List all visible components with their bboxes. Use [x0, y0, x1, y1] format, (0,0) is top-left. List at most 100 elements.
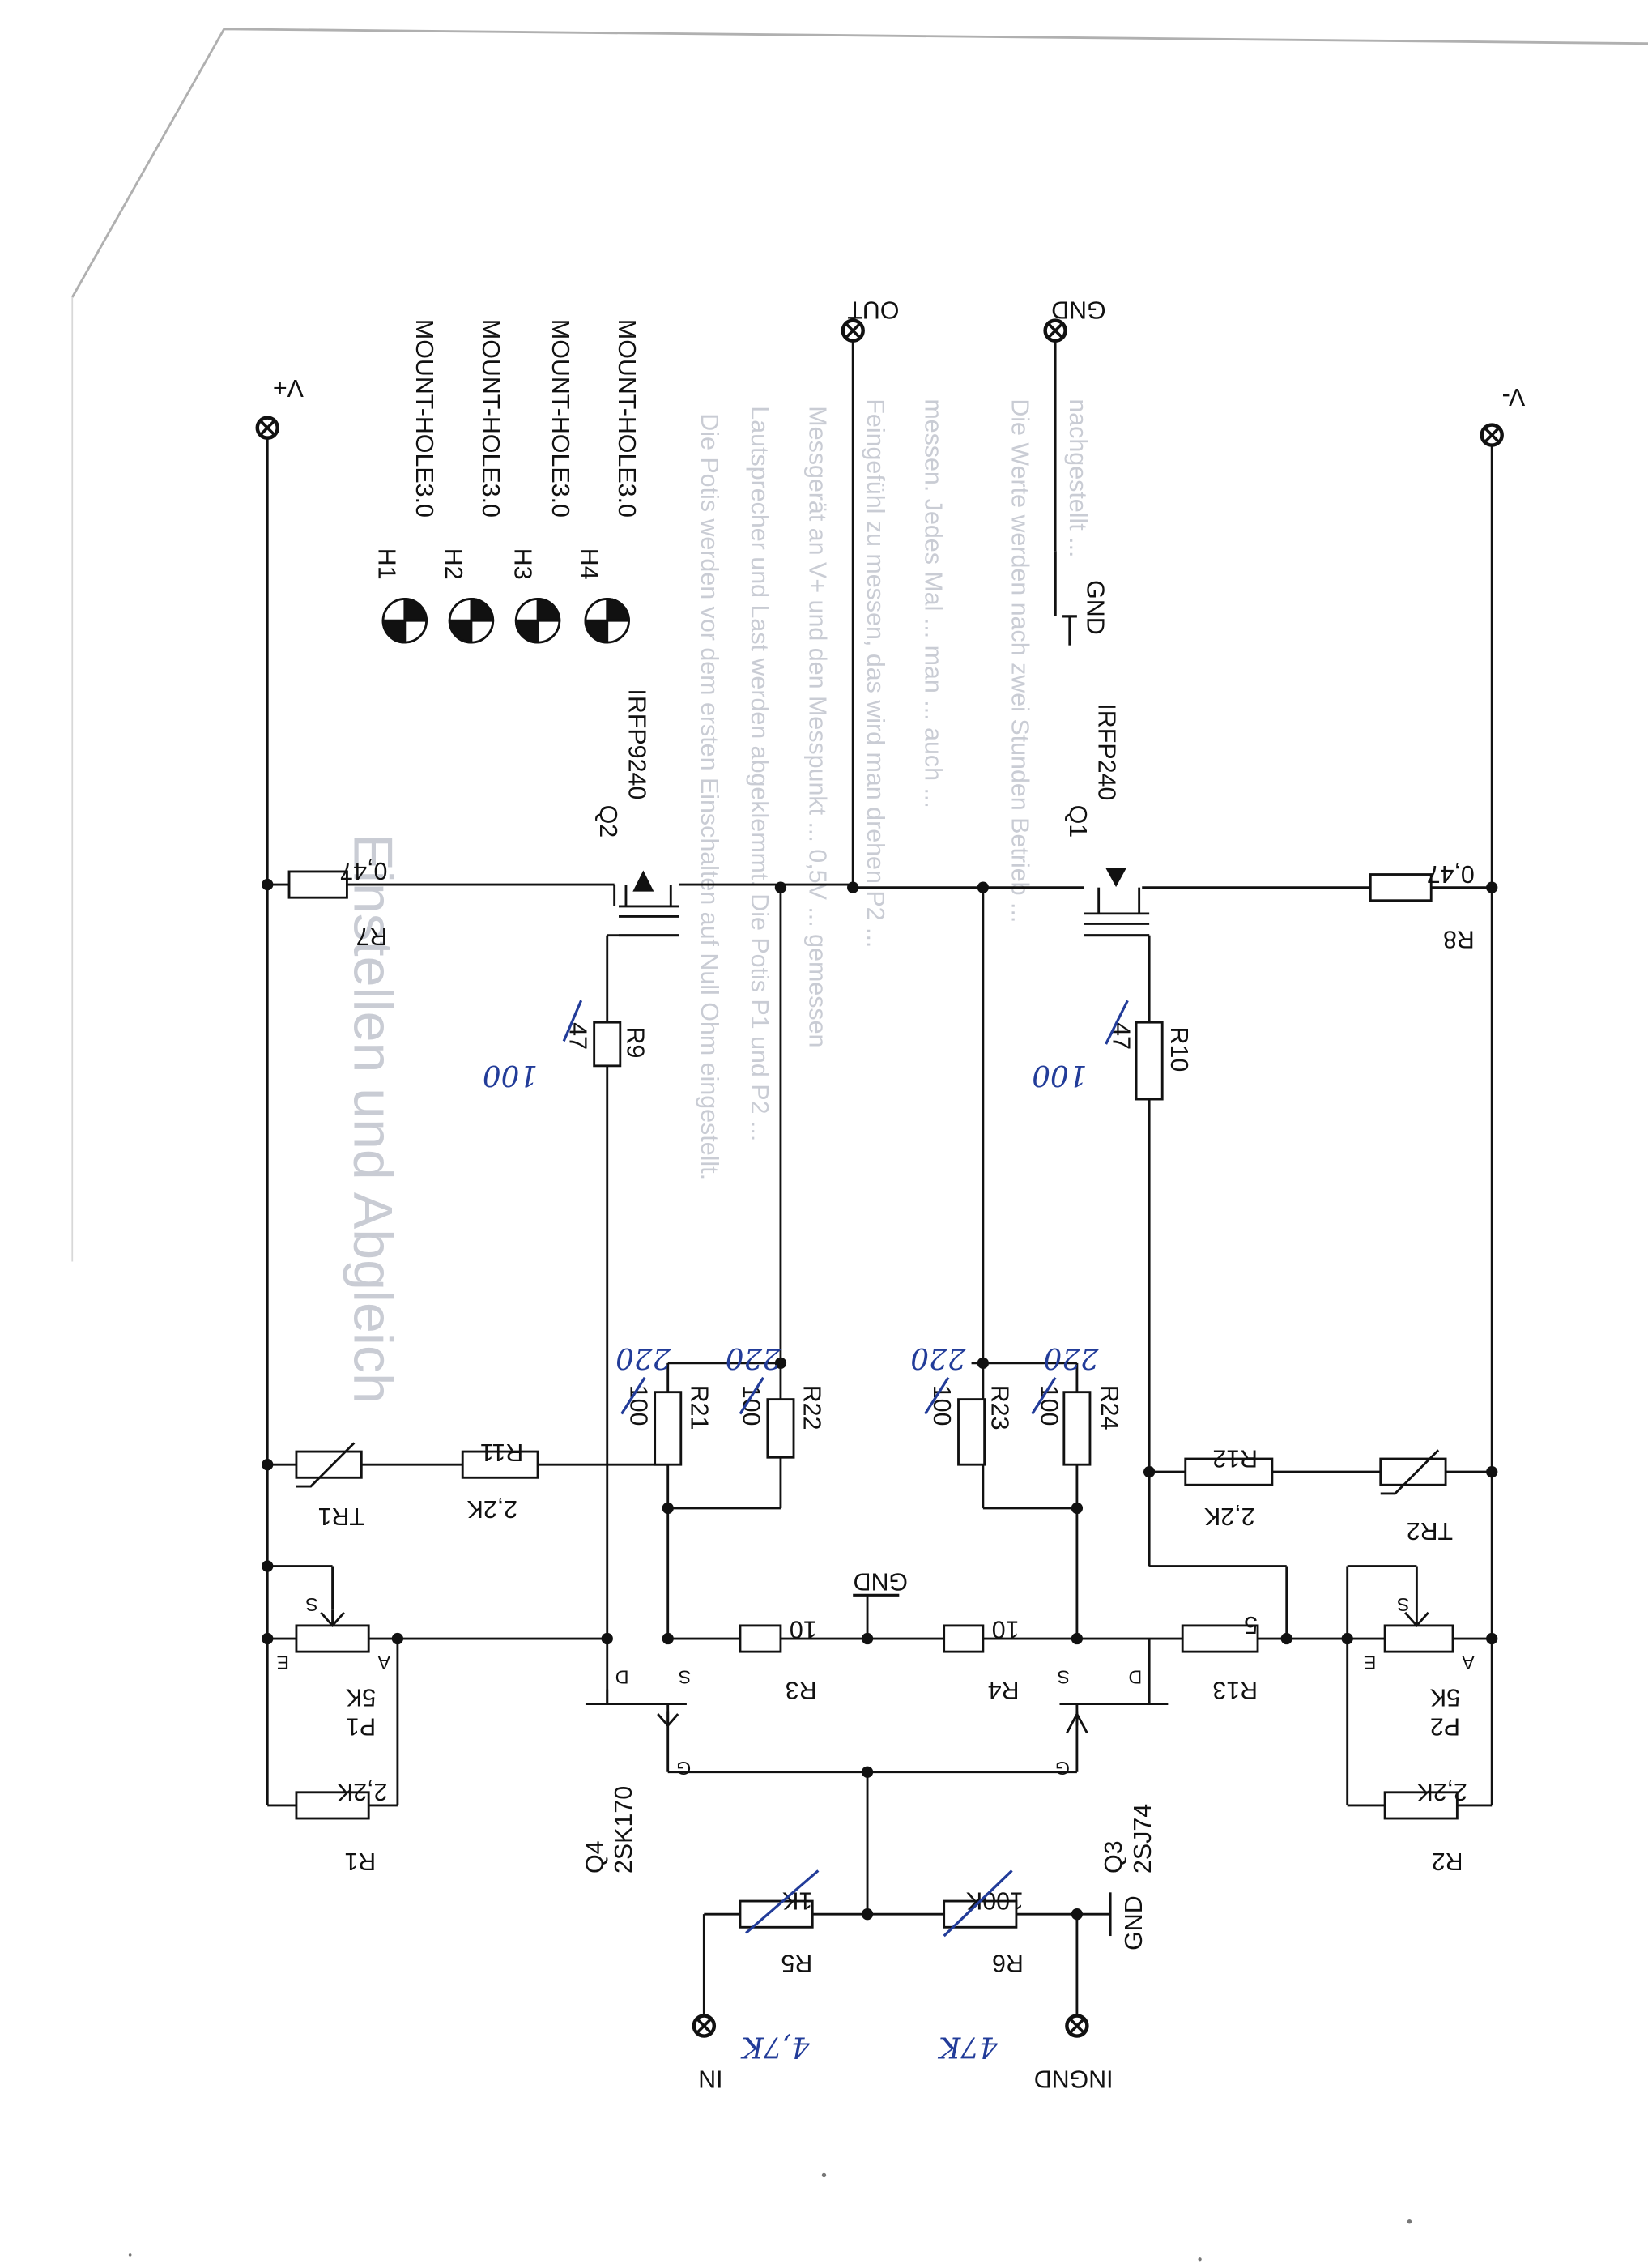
r13-ref: R13	[1212, 1677, 1258, 1704]
thermistor-tr2	[1379, 1457, 1447, 1486]
r5-ref: R5	[781, 1949, 812, 1976]
tr1-label: TR1	[318, 1503, 364, 1530]
r21-ref: R21	[685, 1385, 713, 1430]
mount-hole-value: MOUNT-HOLE3.0	[477, 319, 505, 518]
connector-crosses	[259, 322, 1501, 2035]
pin-g: G	[676, 1758, 691, 1779]
resistor-r10	[1135, 1021, 1164, 1101]
labels-rot90: H1 MOUNT-HOLE3.0 H2 MOUNT-HOLE3.0 H3 MOU…	[373, 319, 1193, 1430]
r22-ref: R22	[798, 1385, 826, 1430]
mount-holes	[381, 597, 630, 644]
mosfet-q1	[1084, 867, 1150, 937]
pin-d: D	[1128, 1666, 1142, 1687]
r2-value: 2,2K	[1416, 1778, 1467, 1805]
r12-ref: R12	[1212, 1444, 1258, 1472]
pin-e: E	[1364, 1652, 1376, 1673]
q4-ref: Q4	[581, 1840, 608, 1874]
mount-hole-ref: H4	[576, 548, 603, 580]
q3-ref: Q3	[1100, 1840, 1127, 1874]
v-minus-label: V-	[1502, 383, 1526, 411]
mount-hole-ref: H3	[509, 548, 537, 580]
pin-e: E	[277, 1652, 289, 1673]
r12-value: 2,2K	[1204, 1503, 1254, 1530]
p1-ref: P1	[346, 1712, 376, 1740]
jfet-q3	[1059, 1703, 1169, 1734]
r24-ref: R24	[1096, 1385, 1123, 1430]
r2-ref: R2	[1432, 1848, 1463, 1875]
pin-s: S	[1057, 1666, 1069, 1687]
r24-value: 100	[1035, 1385, 1062, 1426]
thermistor-tr1	[295, 1450, 363, 1479]
pin-s: S	[679, 1666, 691, 1687]
resistor-r3	[739, 1624, 782, 1653]
mount-hole-icon	[448, 597, 495, 644]
handwritten-r5: 4,7K	[740, 2030, 811, 2063]
p2-value: 5K	[1430, 1684, 1460, 1712]
r6-ref: R6	[992, 1949, 1024, 1976]
q2-ref: Q2	[594, 805, 622, 838]
labels-rot180: V+ V- OUT GND IN INGND 0,47 R7 0,47 R8 R…	[273, 296, 1525, 2092]
mosfet-q2	[619, 870, 679, 937]
bleed-line: Die Werte werden nach zwei Stunden Betri…	[1007, 399, 1034, 923]
component-marks	[296, 1442, 1440, 1628]
scan-specks	[128, 2172, 1412, 2262]
resistor-r24	[1062, 1391, 1092, 1466]
paper-edge	[71, 28, 1648, 298]
mount-hole-icon	[584, 597, 630, 644]
tr2-label: TR2	[1407, 1517, 1453, 1545]
r1-value: 2,2K	[337, 1778, 387, 1805]
in-label: IN	[698, 2066, 722, 2093]
mount-hole-ref: H2	[440, 548, 467, 580]
pin-g: G	[1055, 1758, 1070, 1779]
resistor-r13	[1181, 1624, 1259, 1653]
gnd-label: GND	[1051, 296, 1105, 323]
bleed-line: Die Potis werden vor dem ersten Einschal…	[696, 413, 723, 1180]
r13-value: 5	[1244, 1611, 1258, 1639]
r5-value: 1K	[782, 1886, 812, 1914]
bleed-line: messen. Jedes Mal ... man ... auch ...	[919, 399, 947, 808]
pot-p1	[295, 1624, 370, 1653]
reverse-side-bleed: Einstellen und Abgleich	[342, 833, 402, 1403]
pin-s: S	[305, 1594, 317, 1615]
ground-symbols	[853, 551, 1112, 1937]
ingnd-label: INGND	[1034, 2066, 1114, 2093]
r4-value: 10	[992, 1616, 1020, 1643]
q1-value: IRFP240	[1093, 703, 1121, 800]
wires	[266, 333, 1493, 2023]
junctions	[262, 878, 1498, 1921]
p2-ref: P2	[1430, 1712, 1460, 1740]
q4-value: 2SK170	[610, 1786, 637, 1874]
handwritten-r21: 220	[615, 1341, 671, 1375]
gnd-symbol-label: GND	[1081, 580, 1109, 635]
handwritten-r9: 100	[483, 1059, 538, 1092]
q1-ref: Q1	[1064, 805, 1092, 838]
handwritten-r6: 47K	[937, 2030, 998, 2063]
r23-ref: R23	[986, 1385, 1014, 1430]
r8-ref: R8	[1443, 925, 1475, 953]
r9-ref: R9	[622, 1027, 649, 1059]
v-plus-label: V+	[273, 374, 304, 402]
resistor-r1	[295, 1791, 370, 1820]
r8-value: 0,47	[1427, 860, 1475, 888]
mount-hole-value: MOUNT-HOLE3.0	[547, 319, 574, 518]
bleed-line: Lautsprecher und Last werden abgeklemmt.…	[746, 406, 773, 1141]
input-gnd-label: GND	[1120, 1895, 1148, 1950]
r9-value: 47	[564, 1022, 591, 1050]
handwritten-r23: 220	[910, 1341, 966, 1375]
r7-value: 0,47	[339, 857, 387, 885]
pin-d: D	[615, 1666, 629, 1687]
r10-ref: R10	[1165, 1027, 1193, 1072]
r10-value: 47	[1108, 1022, 1135, 1050]
pin-a: A	[377, 1652, 390, 1673]
resistor-r12	[1184, 1457, 1274, 1486]
resistor-r4	[943, 1624, 985, 1653]
q3-value: 2SJ74	[1129, 1804, 1156, 1874]
out-label: OUT	[847, 296, 899, 323]
r1-ref: R1	[344, 1848, 376, 1875]
mount-hole-value: MOUNT-HOLE3.0	[411, 319, 438, 518]
pin-s: S	[1397, 1594, 1409, 1615]
bleed-heading: Einstellen und Abgleich	[342, 833, 402, 1403]
handwritten-r22: 220	[726, 1341, 781, 1375]
bias-gnd-label: GND	[854, 1567, 908, 1595]
